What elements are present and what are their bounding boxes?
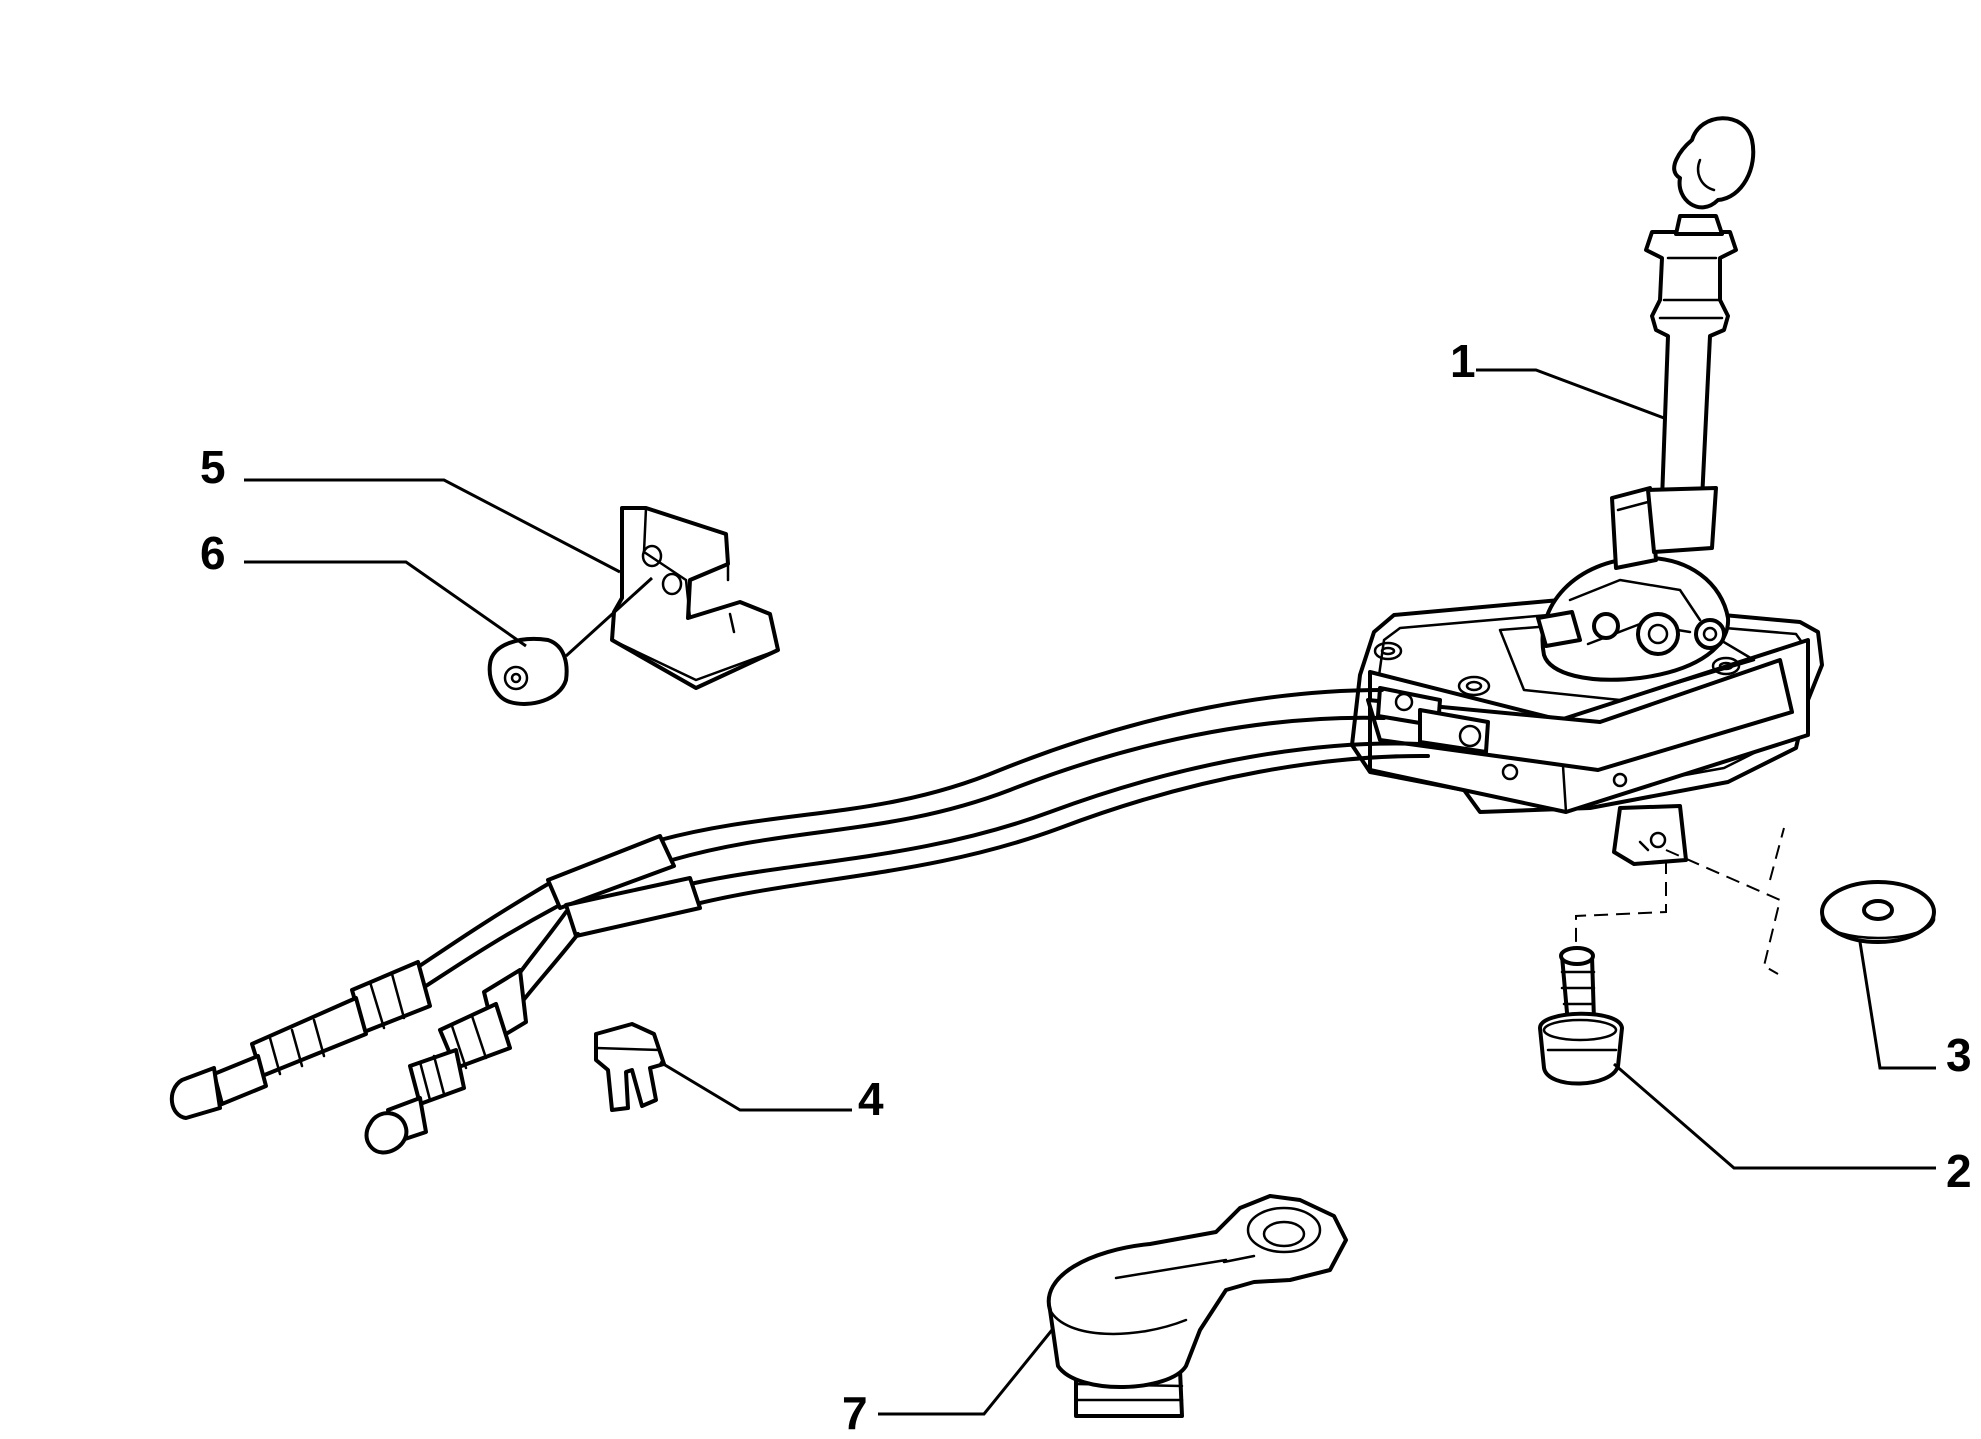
callout-3: 3 — [1946, 1029, 1972, 1081]
washer-part-3 — [1820, 880, 1936, 944]
gear-shift-base-assembly — [1350, 486, 1824, 866]
gear-lever-shaft — [1644, 214, 1738, 502]
callout-7: 7 — [842, 1387, 868, 1439]
callout-5: 5 — [200, 441, 226, 493]
callout-2: 2 — [1946, 1145, 1972, 1197]
bracket-part-5 — [610, 506, 780, 690]
callout-1: 1 — [1450, 335, 1476, 387]
cable-end-fitting-left — [170, 960, 432, 1120]
cable-end-fitting-right — [364, 968, 528, 1155]
bolt-part-2 — [1538, 946, 1624, 1086]
callout-6: 6 — [200, 527, 226, 579]
grommet-part-7 — [1046, 1194, 1348, 1418]
nut-part-6 — [487, 637, 569, 706]
leader-lines — [244, 368, 1936, 1416]
callout-4: 4 — [858, 1073, 884, 1125]
gear-shift-knob — [1672, 116, 1756, 210]
clip-part-4 — [594, 1022, 666, 1112]
gear-shift-cables — [396, 688, 1430, 1004]
